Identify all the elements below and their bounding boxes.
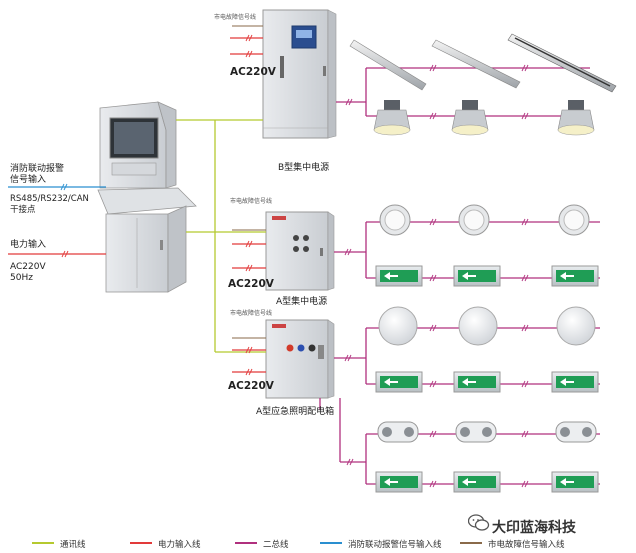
exit-sign-icon xyxy=(375,265,599,493)
a-type-power-cabinet xyxy=(265,211,335,291)
globe-lamp-icon xyxy=(378,306,596,346)
a-fault-label: 市电故障信号线 xyxy=(230,198,273,205)
box-caption: A型应急照明配电箱 xyxy=(256,407,335,417)
legend-fault-line: 市电故障信号输入线 xyxy=(488,540,565,550)
a-type-distribution-box xyxy=(265,319,335,399)
bus-line-ticks xyxy=(344,64,529,488)
box-fault-label: 市电故障信号线 xyxy=(230,310,273,317)
legend-fire-line: 消防联动报警信号输入线 xyxy=(348,540,442,550)
b-type-power-cabinet xyxy=(262,9,337,139)
tube-light-icon xyxy=(349,33,617,93)
fault-lines xyxy=(232,25,266,339)
highbay-lamp-icon xyxy=(373,100,595,136)
legend-bus-line: 二总线 xyxy=(263,540,289,550)
b-type-caption: B型集中电源 xyxy=(278,163,330,173)
power-input-label: 电力输入 xyxy=(10,240,47,250)
b-fault-label: 市电故障信号线 xyxy=(214,14,257,21)
rs485-label: RS485/RS232/CAN 干接点 xyxy=(10,194,89,215)
monitoring-console xyxy=(97,101,197,293)
power-lines xyxy=(8,37,266,373)
power-line-ticks xyxy=(61,34,253,376)
b-ac-label: AC220V xyxy=(230,66,276,78)
fire-link-input-label: 消防联动报警 信号输入 xyxy=(10,164,65,185)
comm-lines xyxy=(176,119,266,353)
fire-line-ticks xyxy=(60,183,68,191)
legend-power-line: 电力输入线 xyxy=(158,540,201,550)
a-ac-label: AC220V xyxy=(228,278,274,290)
wechat-icon xyxy=(468,514,490,531)
box-ac-label: AC220V xyxy=(228,380,274,392)
downlight-icon xyxy=(379,204,590,236)
twin-head-emergency-lamp-icon xyxy=(377,421,597,443)
ac-spec-label: AC220V 50Hz xyxy=(10,262,46,283)
a-type-caption: A型集中电源 xyxy=(276,297,328,307)
legend-comm-line: 通讯线 xyxy=(60,540,86,550)
watermark-text: 大印蓝海科技 xyxy=(492,520,576,536)
